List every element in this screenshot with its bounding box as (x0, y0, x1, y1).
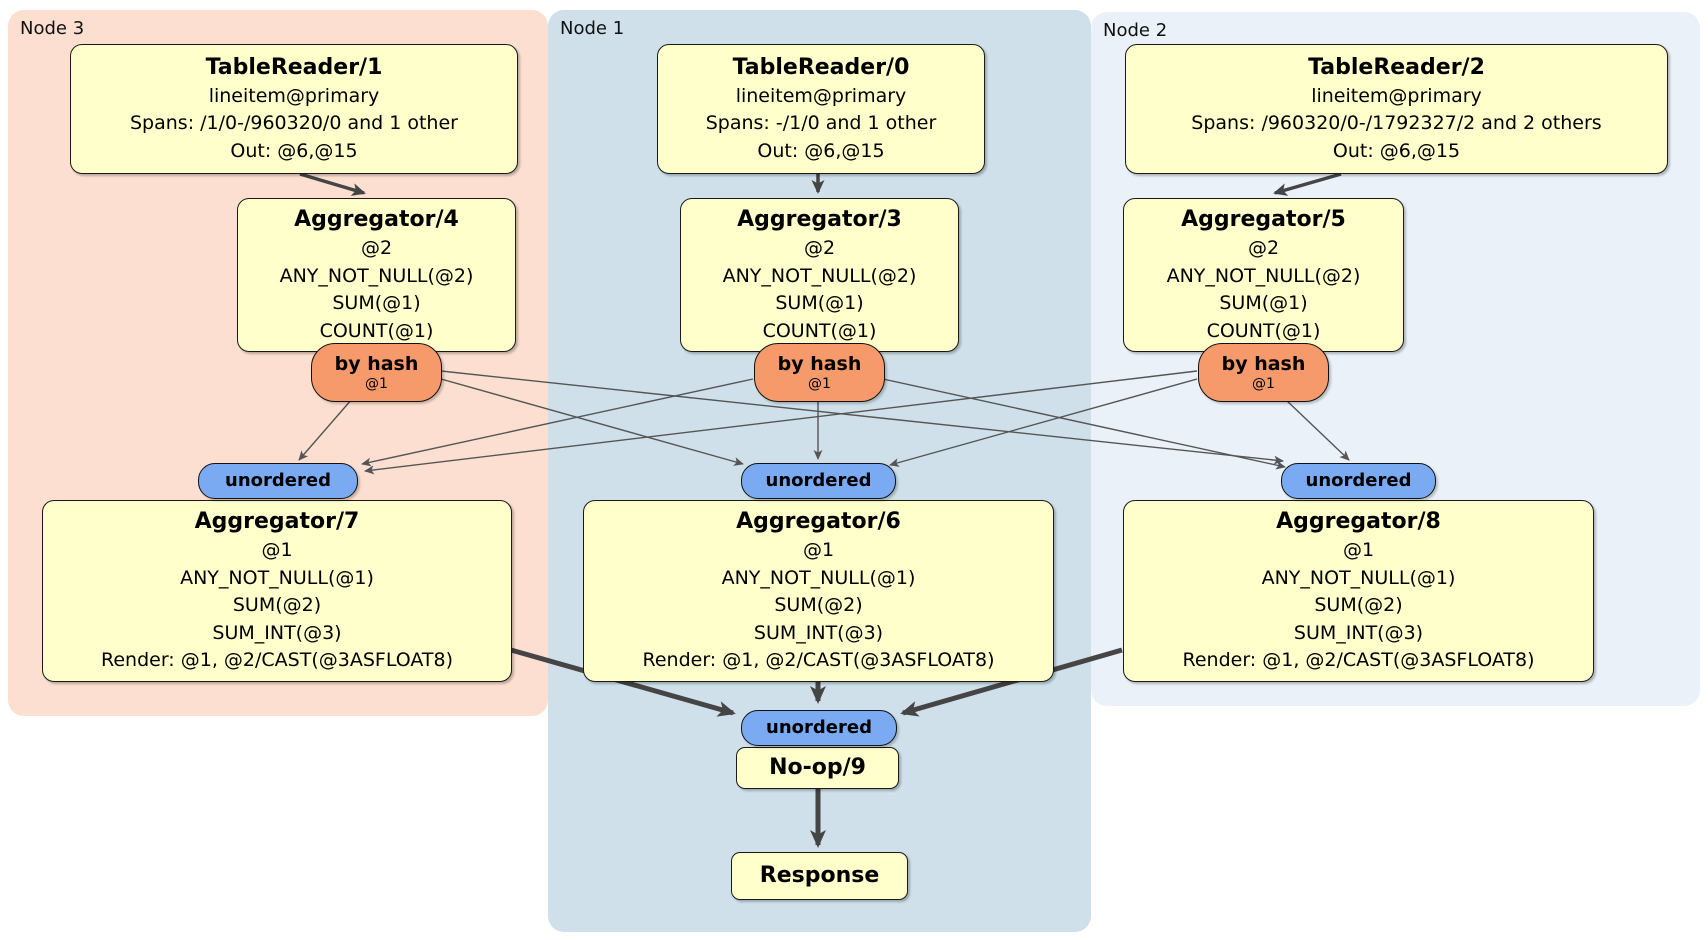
processor-detail: @1 (1342, 539, 1375, 562)
processor-detail: SUM(@2) (774, 594, 863, 617)
panel-node2-label: Node 2 (1103, 20, 1168, 41)
processor-title: Aggregator/5 (1181, 207, 1346, 232)
sync-label: unordered (766, 717, 872, 738)
processor-title: Aggregator/3 (737, 207, 902, 232)
router-label: by hash (777, 353, 862, 375)
processor-detail: SUM(@2) (232, 594, 322, 617)
processor-aggregator-6: Aggregator/6 @1 ANY_NOT_NULL(@1) SUM(@2)… (583, 500, 1054, 682)
processor-detail: SUM(@1) (775, 292, 864, 314)
edge-tablereader2-to-aggregator5 (1273, 172, 1342, 196)
processor-detail: SUM_INT(@3) (753, 621, 884, 644)
panel-node1-label: Node 1 (560, 18, 625, 39)
processor-tablereader-0: TableReader/0 lineitem@primary Spans: -/… (657, 44, 985, 174)
edge-tablereader1-to-aggregator4 (299, 172, 366, 196)
processor-detail: Out: @6,@15 (1332, 139, 1461, 162)
processor-aggregator-4: Aggregator/4 @2 ANY_NOT_NULL(@2) SUM(@1)… (237, 198, 516, 352)
processor-tablereader-1: TableReader/1 lineitem@primary Spans: /1… (70, 44, 518, 174)
processor-detail: Render: @1, @2/CAST(@3ASFLOAT8) (1182, 649, 1535, 672)
sync-unordered-6: unordered (741, 463, 896, 499)
processor-detail: COUNT(@1) (1206, 319, 1321, 342)
sync-label: unordered (225, 470, 331, 491)
router-label: by hash (1221, 353, 1306, 375)
processor-title: Response (759, 863, 880, 888)
processor-detail: COUNT(@1) (319, 319, 434, 342)
processor-detail: Spans: -/1/0 and 1 other (705, 112, 937, 135)
processor-detail: ANY_NOT_NULL(@1) (721, 566, 916, 589)
sync-unordered-7: unordered (198, 463, 358, 499)
processor-title: TableReader/0 (732, 54, 910, 80)
processor-title: Aggregator/4 (294, 207, 459, 232)
router-label: by hash (334, 353, 419, 375)
processor-detail: @2 (360, 237, 393, 259)
router-by-hash-3: by hash @1 (754, 343, 885, 402)
processor-detail: Spans: /960320/0-/1792327/2 and 2 others (1191, 112, 1602, 135)
sync-label: unordered (1305, 470, 1412, 491)
processor-detail: ANY_NOT_NULL(@1) (180, 566, 374, 589)
processor-detail: lineitem@primary (735, 84, 907, 107)
processor-aggregator-3: Aggregator/3 @2 ANY_NOT_NULL(@2) SUM(@1)… (680, 198, 959, 352)
edge-byhash3-to-unordered8 (882, 378, 1286, 470)
processor-detail: Spans: /1/0-/960320/0 and 1 other (130, 112, 458, 135)
processor-title: Aggregator/7 (194, 509, 360, 535)
router-detail: @1 (808, 376, 831, 392)
processor-detail: ANY_NOT_NULL(@2) (1166, 264, 1361, 287)
router-detail: @1 (1252, 376, 1275, 392)
processor-detail: SUM(@1) (1219, 292, 1308, 314)
sync-unordered-9: unordered (741, 710, 897, 746)
processor-tablereader-2: TableReader/2 lineitem@primary Spans: /9… (1125, 44, 1668, 174)
processor-detail: Render: @1, @2/CAST(@3ASFLOAT8) (642, 649, 995, 672)
edge-byhash5-to-unordered8 (1284, 398, 1350, 461)
panel-node3-label: Node 3 (20, 18, 85, 39)
edge-byhash5-to-unordered7 (364, 370, 1198, 475)
processor-aggregator-7: Aggregator/7 @1 ANY_NOT_NULL(@1) SUM(@2)… (42, 500, 512, 682)
processor-detail: @1 (802, 539, 835, 562)
processor-detail: ANY_NOT_NULL(@2) (279, 264, 474, 287)
processor-detail: Render: @1, @2/CAST(@3ASFLOAT8) (101, 649, 453, 672)
processor-detail: SUM_INT(@3) (212, 621, 342, 644)
edge-byhash4-to-unordered6 (440, 378, 744, 466)
edge-byhash3-to-unordered7 (361, 378, 754, 467)
processor-detail: SUM(@1) (332, 292, 421, 314)
router-by-hash-4: by hash @1 (311, 343, 442, 402)
processor-detail: @1 (261, 539, 293, 562)
processor-aggregator-8: Aggregator/8 @1 ANY_NOT_NULL(@1) SUM(@2)… (1123, 500, 1594, 682)
processor-detail: @2 (803, 237, 836, 259)
processor-title: No-op/9 (769, 755, 866, 780)
edge-byhash4-to-unordered7 (298, 398, 353, 461)
router-detail: @1 (365, 376, 388, 392)
processor-detail: lineitem@primary (208, 84, 380, 107)
edge-byhash4-to-unordered8 (440, 370, 1284, 465)
processor-detail: ANY_NOT_NULL(@1) (1261, 566, 1456, 589)
processor-detail: @2 (1247, 237, 1280, 259)
edge-byhash5-to-unordered6 (889, 378, 1198, 467)
processor-title: Aggregator/8 (1276, 509, 1441, 535)
processor-detail: SUM(@2) (1314, 594, 1403, 617)
processor-title: TableReader/1 (205, 54, 383, 80)
router-by-hash-5: by hash @1 (1198, 343, 1329, 402)
processor-noop-9: No-op/9 (736, 747, 899, 789)
processor-title: Aggregator/6 (736, 509, 901, 535)
processor-title: TableReader/2 (1308, 54, 1485, 80)
processor-detail: lineitem@primary (1311, 84, 1482, 107)
processor-detail: Out: @6,@15 (230, 139, 358, 162)
processor-detail: SUM_INT(@3) (1293, 621, 1424, 644)
sync-unordered-8: unordered (1281, 463, 1436, 499)
processor-aggregator-5: Aggregator/5 @2 ANY_NOT_NULL(@2) SUM(@1)… (1123, 198, 1404, 352)
processor-detail: ANY_NOT_NULL(@2) (722, 264, 917, 287)
response-box: Response (731, 852, 908, 900)
processor-detail: COUNT(@1) (762, 319, 877, 342)
processor-detail: Out: @6,@15 (757, 139, 885, 162)
sync-label: unordered (765, 470, 872, 491)
